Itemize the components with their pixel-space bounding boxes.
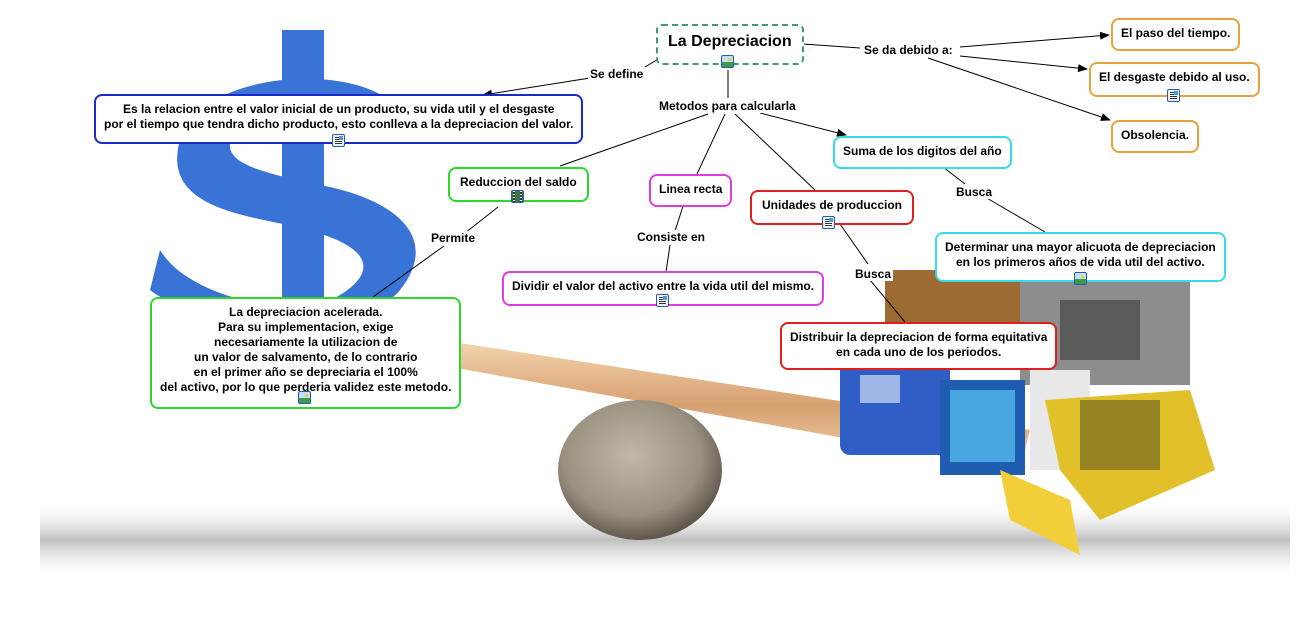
node-suma-digitos-text: Suma de los digitos del año (843, 144, 1002, 158)
link-label-metodos[interactable]: Metodos para calcularla (657, 99, 798, 113)
document-resource-icon[interactable] (656, 294, 669, 307)
link-label-consiste-en[interactable]: Consiste en (635, 230, 708, 244)
distribuir-line-1: Distribuir la depreciacion de forma equi… (790, 330, 1048, 344)
connector-causes-1 (959, 31, 1110, 48)
connector-reduccion-permite (464, 206, 499, 234)
connector-busca-determinar (984, 196, 1046, 233)
document-resource-icon[interactable] (1167, 89, 1180, 102)
acelerada-line-1: La depreciacion acelerada. (229, 305, 383, 319)
node-title-text: La Depreciacion (668, 33, 792, 50)
connector-methods-reduccion (559, 113, 709, 167)
node-cause-tiempo[interactable]: El paso del tiempo. (1111, 18, 1241, 51)
node-reduccion-saldo-text: Reduccion del saldo (460, 175, 577, 189)
rock (558, 400, 722, 540)
acelerada-line-4: un valor de salvamento, de lo contrario (194, 350, 418, 364)
node-distribuir[interactable]: Distribuir la depreciacion de forma equi… (780, 322, 1058, 370)
connector-busca-distribuir (869, 279, 906, 323)
image-resource-icon[interactable] (1074, 272, 1087, 285)
connector-unidades-busca (839, 223, 869, 265)
link-label-busca-unidades[interactable]: Busca (853, 267, 894, 281)
connector-define-definition (482, 77, 591, 98)
acelerada-line-3: necesariamente la utilizacion de (214, 335, 398, 349)
image-resource-icon[interactable] (298, 391, 311, 404)
connector-suma-busca (942, 166, 966, 185)
acelerada-line-6: del activo, por lo que perderia validez … (160, 380, 452, 394)
node-suma-digitos[interactable]: Suma de los digitos del año (833, 136, 1012, 169)
node-dividir-valor-text: Dividir el valor del activo entre la vid… (512, 279, 815, 293)
acelerada-line-2: Para su implementacion, exige (218, 320, 394, 334)
link-label-busca-suma[interactable]: Busca (954, 185, 995, 199)
node-linea-recta-text: Linea recta (659, 182, 723, 196)
connector-causes-3 (927, 57, 1111, 121)
link-label-se-da-debido[interactable]: Se da debido a: (862, 43, 955, 57)
connector-methods-suma (759, 112, 847, 137)
node-linea-recta[interactable]: Linea recta (649, 174, 733, 207)
document-resource-icon[interactable] (822, 216, 835, 229)
link-label-se-define[interactable]: Se define (588, 67, 646, 81)
node-cause-desgaste-text: El desgaste debido al uso. (1099, 70, 1250, 84)
connector-title-causes (802, 43, 861, 49)
node-cause-obsolencia-text: Obsolencia. (1121, 128, 1190, 142)
connector-methods-unidades (734, 113, 816, 191)
node-unidades-produccion-text: Unidades de produccion (762, 198, 903, 212)
node-cause-obsolencia[interactable]: Obsolencia. (1111, 120, 1200, 153)
distribuir-line-2: en cada uno de los periodos. (836, 345, 1002, 359)
image-resource-icon[interactable] (721, 55, 734, 68)
determinar-line-2: en los primeros años de vida util del ac… (956, 255, 1205, 269)
node-definition-line-2: por el tiempo que tendra dicho producto,… (104, 117, 574, 131)
document-resource-icon[interactable] (332, 134, 345, 147)
determinar-line-1: Determinar una mayor alicuota de depreci… (945, 240, 1216, 254)
connector-causes-2 (959, 55, 1088, 73)
acelerada-line-5: en el primer año se depreciaria el 100% (193, 365, 418, 379)
connector-methods-linea (696, 113, 726, 175)
video-resource-icon[interactable] (511, 190, 524, 203)
node-definition-line-1: Es la relacion entre el valor inicial de… (122, 102, 555, 116)
node-depreciacion-acelerada[interactable]: La depreciacion acelerada. Para su imple… (150, 297, 462, 409)
node-cause-tiempo-text: El paso del tiempo. (1121, 26, 1231, 40)
link-label-permite[interactable]: Permite (429, 231, 478, 245)
connector-permite-acelerada (372, 245, 445, 298)
connector-consiste-dividir (665, 244, 671, 273)
